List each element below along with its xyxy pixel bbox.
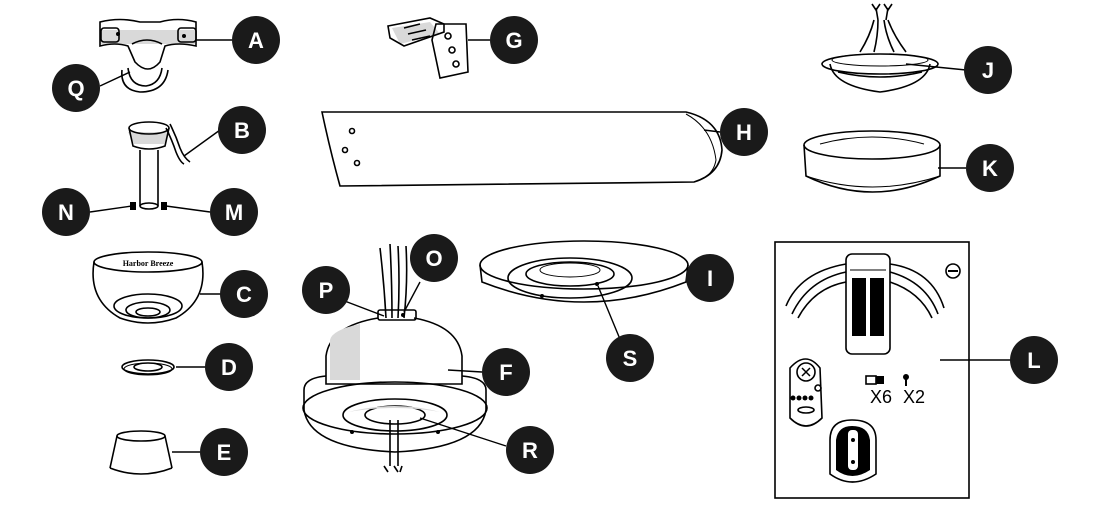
part-f-motor [302, 243, 488, 473]
svg-text:Q: Q [67, 76, 84, 101]
svg-text:J: J [982, 58, 994, 83]
leader-lines [89, 39, 1012, 453]
leader-h [703, 129, 721, 133]
svg-text:F: F [499, 360, 512, 385]
svg-text:G: G [505, 28, 522, 53]
svg-text:I: I [707, 266, 713, 291]
part-c-canopy: Harbor Breeze [92, 251, 204, 324]
label-badge-g: G [490, 16, 538, 64]
label-badge-r: R [506, 426, 554, 474]
label-badge-e: E [200, 428, 248, 476]
svg-text:D: D [221, 355, 237, 380]
label-badge-k: K [966, 144, 1014, 192]
svg-text:O: O [425, 246, 442, 271]
part-e-cover [109, 430, 173, 475]
svg-text:K: K [982, 156, 998, 181]
leader-r [419, 417, 507, 447]
part-a-mounting-bracket [99, 18, 197, 93]
svg-text:H: H [736, 120, 752, 145]
part-l-remote-kit: X6 X2 [774, 241, 970, 499]
part-h-blade [321, 111, 723, 187]
label-badge-m: M [210, 188, 258, 236]
label-badge-o: O [410, 234, 458, 282]
label-badge-b: B [218, 106, 266, 154]
label-badge-f: F [482, 348, 530, 396]
label-badge-d: D [205, 343, 253, 391]
label-badge-q: Q [52, 64, 100, 112]
brand-logo: Harbor Breeze [123, 259, 174, 268]
svg-text:P: P [319, 278, 334, 303]
label-badge-i: I [686, 254, 734, 302]
svg-text:S: S [623, 346, 638, 371]
small-screw-quantity: X2 [903, 387, 925, 407]
screw-quantity: X6 [870, 387, 892, 407]
svg-text:B: B [234, 118, 250, 143]
svg-text:M: M [225, 200, 243, 225]
svg-text:A: A [248, 28, 264, 53]
label-badge-l: L [1010, 336, 1058, 384]
svg-text:N: N [58, 200, 74, 225]
leader-o [403, 281, 421, 313]
label-badge-j: J [964, 46, 1012, 94]
leader-s [597, 285, 623, 345]
leader-m [165, 205, 211, 213]
leader-j [905, 63, 967, 71]
label-badge-s: S [606, 334, 654, 382]
part-j-light-fixture [821, 3, 939, 93]
label-badge-c: C [220, 270, 268, 318]
part-d-trim-ring [121, 359, 175, 376]
label-badge-a: A [232, 16, 280, 64]
leader-f [447, 369, 483, 373]
svg-text:E: E [217, 440, 232, 465]
part-k-glass-dome [803, 130, 941, 193]
part-b-downrod [128, 121, 191, 210]
label-badge-h: H [720, 108, 768, 156]
part-i-adapter-ring [479, 240, 689, 303]
svg-text:C: C [236, 282, 252, 307]
leader-b [183, 129, 221, 157]
label-badge-p: P [302, 266, 350, 314]
leader-n [89, 205, 133, 213]
leader-q [99, 71, 131, 87]
svg-text:R: R [522, 438, 538, 463]
label-badge-n: N [42, 188, 90, 236]
svg-text:L: L [1027, 348, 1040, 373]
part-g-blade-iron [387, 17, 469, 79]
leader-p [341, 299, 385, 317]
